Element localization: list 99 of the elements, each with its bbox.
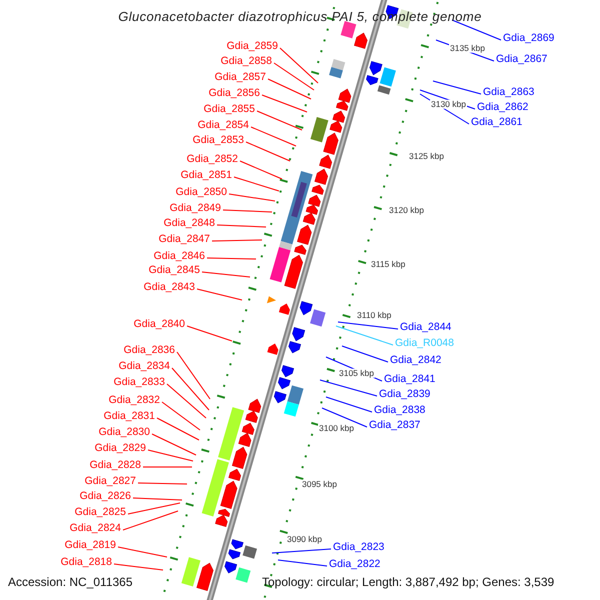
leader-line (322, 408, 368, 428)
leader-line (148, 450, 194, 462)
gene-label: Gdia_2836 (124, 344, 175, 356)
gene-label: Gdia_2852 (186, 154, 238, 164)
leader-line (166, 384, 206, 418)
footer-text: Topology: circular; Length: 3,887,492 bp; Genes: 3,539 (262, 576, 554, 588)
leader-line (246, 142, 290, 162)
leader-line (132, 498, 182, 500)
map-title: Gluconacetobacter diazotrophicus PAI 5, complete genome (117, 9, 483, 24)
leader-line (320, 380, 378, 396)
gene-label: Gdia_2848 (164, 218, 215, 228)
footer-text: Accession: NC_011365 (8, 576, 133, 588)
leader-line (250, 126, 296, 146)
scale-label: 3105 kbp (338, 368, 375, 378)
gene-label: Gdia_2819 (64, 540, 116, 550)
gene-label: Gdia_2822 (329, 558, 380, 570)
gene-label: Gdia_2850 (176, 186, 227, 198)
gene-label: Gdia_2827 (84, 476, 136, 486)
leader-line (278, 560, 328, 566)
gene-label: Gdia_R0048 (395, 338, 454, 348)
gene-label: Gdia_2855 (204, 104, 255, 114)
gene-label: Gdia_2849 (170, 202, 221, 214)
leader-line (162, 402, 200, 430)
leader-line (222, 210, 272, 212)
gene-label: Gdia_2869 (503, 32, 554, 44)
leader-line (326, 396, 372, 412)
leader-line (272, 548, 332, 554)
gene-label: Gdia_2818 (60, 556, 112, 568)
leader-line (142, 466, 192, 468)
leader-line (268, 78, 312, 100)
gene-label: Gdia_2838 (374, 404, 426, 416)
gene-label: Gdia_2841 (384, 374, 436, 384)
gene-label: Gdia_2857 (214, 72, 266, 82)
gene-label: Gdia_2863 (483, 86, 534, 98)
gene-label: Gdia_2867 (496, 54, 548, 64)
gene-label: Gdia_2832 (108, 394, 160, 406)
scale-label: 3095 kbp (301, 480, 338, 488)
leader-line (122, 510, 178, 530)
gene-label: Gdia_2845 (148, 264, 200, 276)
leader-line (114, 564, 164, 570)
leader-line (342, 346, 388, 362)
leader-line (212, 240, 262, 242)
leader-line (128, 502, 180, 514)
gene-label: Gdia_2843 (144, 282, 195, 292)
leader-line (118, 546, 168, 558)
leader-line (138, 482, 188, 484)
gene-label: Gdia_2826 (80, 490, 131, 502)
gene-label: Gdia_2840 (134, 318, 185, 330)
leader-line (256, 110, 302, 130)
gene-label: Gdia_2858 (220, 56, 272, 66)
leader-line (186, 326, 232, 342)
leader-line (202, 272, 250, 278)
scale-label: 3120 kbp (388, 206, 425, 214)
gene-label: Gdia_2829 (94, 442, 146, 454)
leader-line (152, 434, 196, 456)
leader-line (196, 288, 242, 300)
leader-line (274, 62, 314, 90)
gene-label: Gdia_2839 (379, 388, 430, 400)
leader-line (228, 194, 276, 202)
scale-label: 3130 kbp (430, 100, 467, 108)
leader-line (280, 48, 318, 84)
gene-label: Gdia_2862 (477, 102, 528, 112)
leader-line (336, 326, 394, 346)
leader-line (262, 94, 308, 112)
leader-line (216, 224, 266, 228)
leader-line (338, 322, 398, 330)
leader-line (176, 352, 210, 400)
scale-label: 3090 kbp (286, 534, 323, 544)
gene-label: Gdia_2844 (400, 322, 452, 332)
gene-label: Gdia_2854 (198, 120, 249, 130)
scale-label: 3100 kbp (318, 424, 355, 432)
gene-label: Gdia_2834 (118, 360, 170, 372)
leader-line (206, 258, 256, 260)
scale-label: 3110 kbp (356, 310, 392, 320)
gene-label: Gdia_2861 (471, 116, 522, 128)
gene-label: Gdia_2851 (180, 170, 232, 180)
gene-label: Gdia_2833 (114, 376, 165, 388)
leader-line (452, 20, 502, 40)
gene-label: Gdia_2837 (369, 420, 420, 430)
scale-label: 3135 kbp (449, 44, 486, 52)
leader-line (432, 80, 482, 94)
gene-label: Gdia_2823 (333, 542, 384, 552)
gene-label: Gdia_2830 (98, 426, 150, 438)
gene-label: Gdia_2856 (208, 88, 260, 98)
gene-label: Gdia_2847 (158, 234, 210, 244)
gene-label: Gdia_2846 (154, 250, 205, 262)
gene-label: Gdia_2853 (192, 134, 244, 146)
scale-label: 3115 kbp (370, 260, 406, 268)
leader-line (156, 418, 200, 440)
leader-line (234, 176, 280, 192)
gene-label: Gdia_2842 (390, 354, 442, 366)
scale-label: 3125 kbp (408, 152, 445, 160)
gene-label: Gdia_2825 (74, 506, 126, 518)
leader-line (172, 368, 210, 410)
gene-label: Gdia_2824 (70, 522, 121, 534)
gene-label: Gdia_2828 (90, 460, 141, 470)
gene-label: Gdia_2859 (226, 40, 278, 52)
gene-label: Gdia_2831 (104, 410, 155, 422)
leader-line (240, 160, 282, 180)
